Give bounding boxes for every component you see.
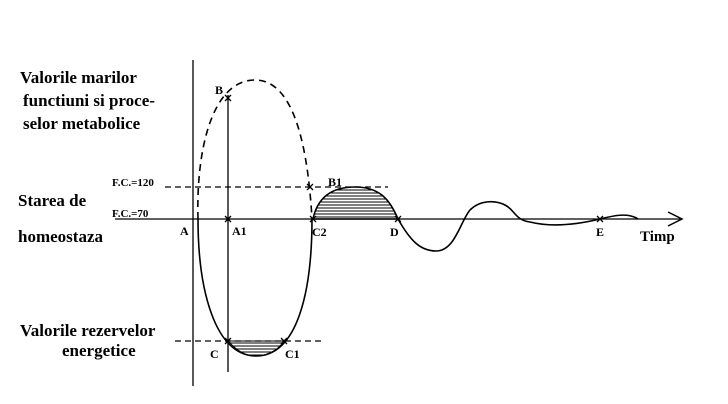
hatched-region-c xyxy=(226,340,285,357)
point-label-e: E xyxy=(596,225,604,239)
point-label-a1: A1 xyxy=(232,224,247,238)
label-reserves-line2: energetice xyxy=(62,341,136,360)
point-label-b: B xyxy=(215,83,223,97)
point-label-c1: C1 xyxy=(285,347,300,361)
label-homeostasis-line2: homeostaza xyxy=(18,227,103,246)
metabolic-curve-dashed xyxy=(197,79,313,220)
point-label-c2: C2 xyxy=(312,225,327,239)
marker-c2 xyxy=(309,215,317,223)
time-axis-arrowhead xyxy=(667,211,684,227)
label-fc120: F.C.=120 xyxy=(112,177,154,189)
label-fc70: F.C.=70 xyxy=(112,208,149,220)
point-label-c: C xyxy=(210,347,219,361)
label-top-left-line2: functiuni si proce- xyxy=(23,91,155,110)
label-reserves-line1: Valorile rezervelor xyxy=(20,321,156,340)
reserves-curve xyxy=(197,218,313,357)
label-top-left-line3: selor metabolice xyxy=(23,114,141,133)
marker-d xyxy=(394,215,402,223)
marker-a1 xyxy=(224,215,232,223)
point-label-d: D xyxy=(390,225,399,239)
time-axis-label: Timp xyxy=(640,229,675,245)
marker-c1 xyxy=(280,337,288,345)
marker-c xyxy=(224,337,232,345)
marker-b xyxy=(224,94,232,102)
marker-e xyxy=(596,215,604,223)
point-markers xyxy=(224,94,604,345)
marker-fc120 xyxy=(306,183,314,191)
label-top-left-line1: Valorile marilor xyxy=(20,68,137,87)
point-label-b1: B1 xyxy=(328,175,342,189)
point-label-a: A xyxy=(180,224,189,238)
label-homeostasis-line1: Starea de xyxy=(18,191,87,210)
hatched-region-b1 xyxy=(312,186,400,220)
